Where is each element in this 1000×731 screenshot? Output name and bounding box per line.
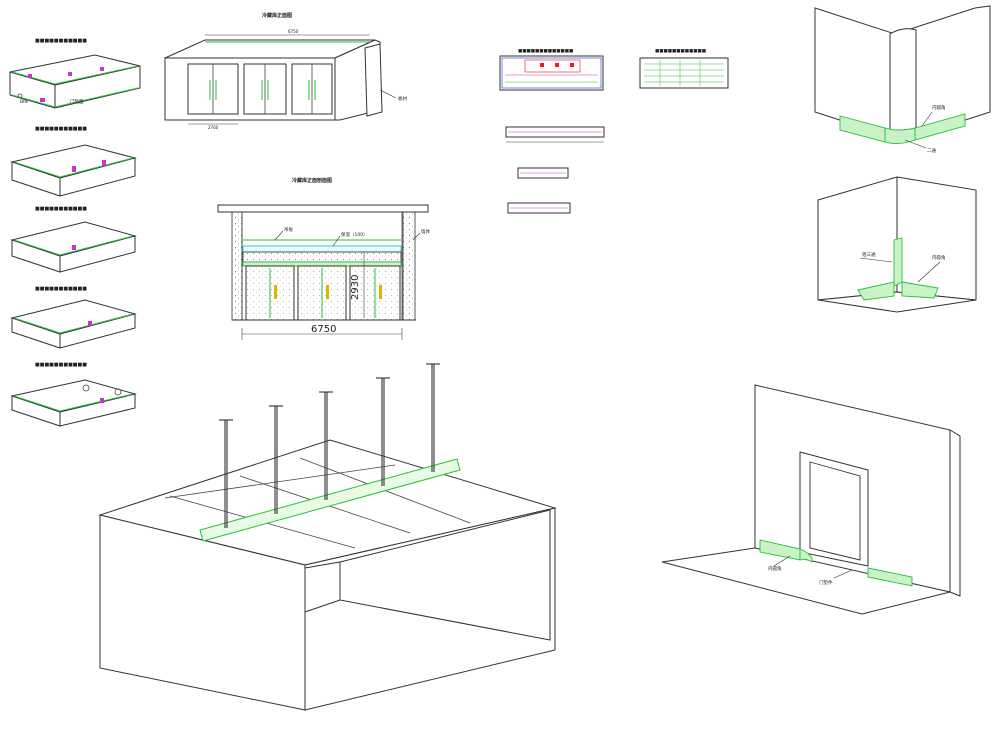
detail-c-inner: 内圆角: [768, 565, 782, 572]
elevation-tag: 板材: [398, 95, 407, 102]
elevation-title: 冷藏库正面图: [262, 12, 292, 19]
legend-left: BIN: [20, 99, 28, 105]
plan-sheet-2: ■■■■■■■■■■■■: [639, 49, 729, 89]
isometric-ceiling-box: [98, 363, 557, 711]
svg-text:■■■■■■■■■■■: ■■■■■■■■■■■: [35, 286, 87, 292]
svg-text:■■■■■■■■■■■: ■■■■■■■■■■■: [35, 126, 87, 132]
section-tag-wall: 墙体: [421, 228, 430, 235]
plan-sheet-4: [517, 167, 569, 179]
plan-sheet-3: [505, 126, 605, 143]
detail-a-outer: 二通: [927, 147, 936, 154]
section-tag-insulation: 保温（100）: [341, 231, 368, 238]
detail-c-door: 门垫件: [819, 579, 833, 586]
elevation-dim-bottom: 2760: [208, 125, 219, 130]
section-height: 2930: [350, 275, 361, 300]
detail-corner-inside: 铝三通 内圆角: [817, 176, 977, 313]
elevation-drawing: 冷藏库正面图 6750 2760 板材: [164, 12, 407, 130]
hanger-rods: [219, 363, 440, 528]
plan-sheet-1: ■■■■■■■■■■■■■: [499, 49, 604, 91]
svg-text:■■■■■■■■■■■: ■■■■■■■■■■■: [35, 38, 87, 44]
svg-text:■■■■■■■■■■■: ■■■■■■■■■■■: [35, 206, 87, 212]
svg-text:■■■■■■■■■■■■■: ■■■■■■■■■■■■■: [518, 49, 573, 54]
plan-sheet-5: [507, 202, 571, 214]
detail-door-opening: 内圆角 门垫件: [661, 384, 961, 615]
isometric-stage-5: ■■■■■■■■■■■: [10, 362, 137, 427]
section-drawing: 冷藏库正面剖面图 2930 6750 吊板 保温（100）: [217, 177, 430, 340]
detail-corner-outside: 内圆角 二通: [814, 5, 991, 154]
svg-text:■■■■■■■■■■■■: ■■■■■■■■■■■■: [655, 49, 706, 54]
section-width: 6750: [311, 324, 336, 335]
svg-text:■■■■■■■■■■■: ■■■■■■■■■■■: [35, 362, 87, 368]
isometric-stage-2: ■■■■■■■■■■■: [10, 126, 137, 197]
isometric-stage-1: ■■■■■■■■■■■ BIN 门垫面: [9, 38, 141, 109]
detail-b-left: 铝三通: [862, 251, 876, 258]
section-title: 冷藏库正面剖面图: [292, 177, 332, 184]
section-tag-ceiling: 吊板: [284, 226, 293, 233]
isometric-stage-3: ■■■■■■■■■■■: [10, 206, 137, 273]
elevation-dim-top: 6750: [288, 29, 299, 34]
detail-a-inner: 内圆角: [932, 104, 946, 111]
isometric-stage-4: ■■■■■■■■■■■: [10, 286, 137, 349]
detail-b-right: 内圆角: [932, 254, 946, 261]
legend-right: 门垫面: [70, 98, 84, 105]
